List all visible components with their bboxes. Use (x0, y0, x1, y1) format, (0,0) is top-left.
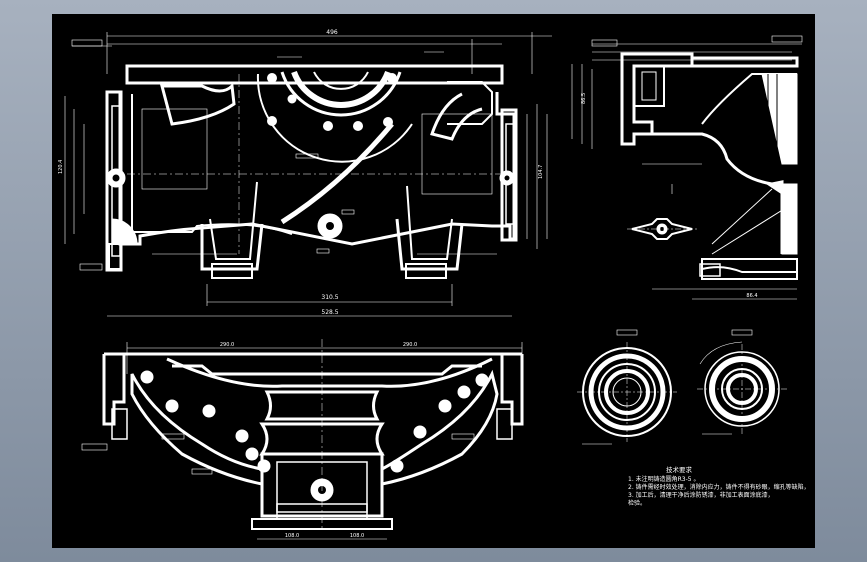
drawing-sheet: 496 (52, 14, 815, 548)
tech-note-line: 2. 铸件需经时效处理，消除内应力，铸件不得有砂眼，缩孔等缺陷， (628, 484, 810, 491)
side-view: 86.4 86.5 (571, 35, 803, 300)
plan-view: 290.0 290.0 (81, 339, 524, 540)
dim-overall-width: 496 (326, 29, 338, 36)
flange-detail-right (697, 329, 787, 435)
dim-plan-foot-left: 108.0 (285, 533, 299, 539)
tech-note-line: 1. 未注明铸造圆角R3-5 。 (628, 476, 700, 483)
dim-side-height: 86.5 (581, 93, 587, 104)
technical-requirements: 技术要求 1. 未注明铸造圆角R3-5 。 2. 铸件需经时效处理，消除内应力，… (628, 466, 818, 508)
tech-notes-title: 技术要求 (666, 466, 692, 474)
dim-side-width: 86.4 (746, 293, 757, 299)
dim-bottom-span: 310.5 (321, 294, 338, 301)
dim-plan-right: 290.0 (403, 342, 417, 348)
tech-note-line: 3. 加工后，清理干净后涂防锈漆，非加工表面涂底漆， (628, 492, 774, 499)
cad-drawing: 496 (58, 29, 803, 540)
flange-detail-left (577, 329, 677, 445)
dim-plan-foot-right: 108.0 (350, 533, 364, 539)
dim-height-right: 104.7 (538, 165, 544, 179)
front-view: 496 (58, 29, 552, 317)
dim-plan-left: 290.0 (220, 342, 234, 348)
dim-bottom-total: 528.5 (321, 309, 338, 316)
dim-height-left: 120.4 (58, 160, 64, 174)
tech-note-line: 检验。 (628, 500, 647, 507)
